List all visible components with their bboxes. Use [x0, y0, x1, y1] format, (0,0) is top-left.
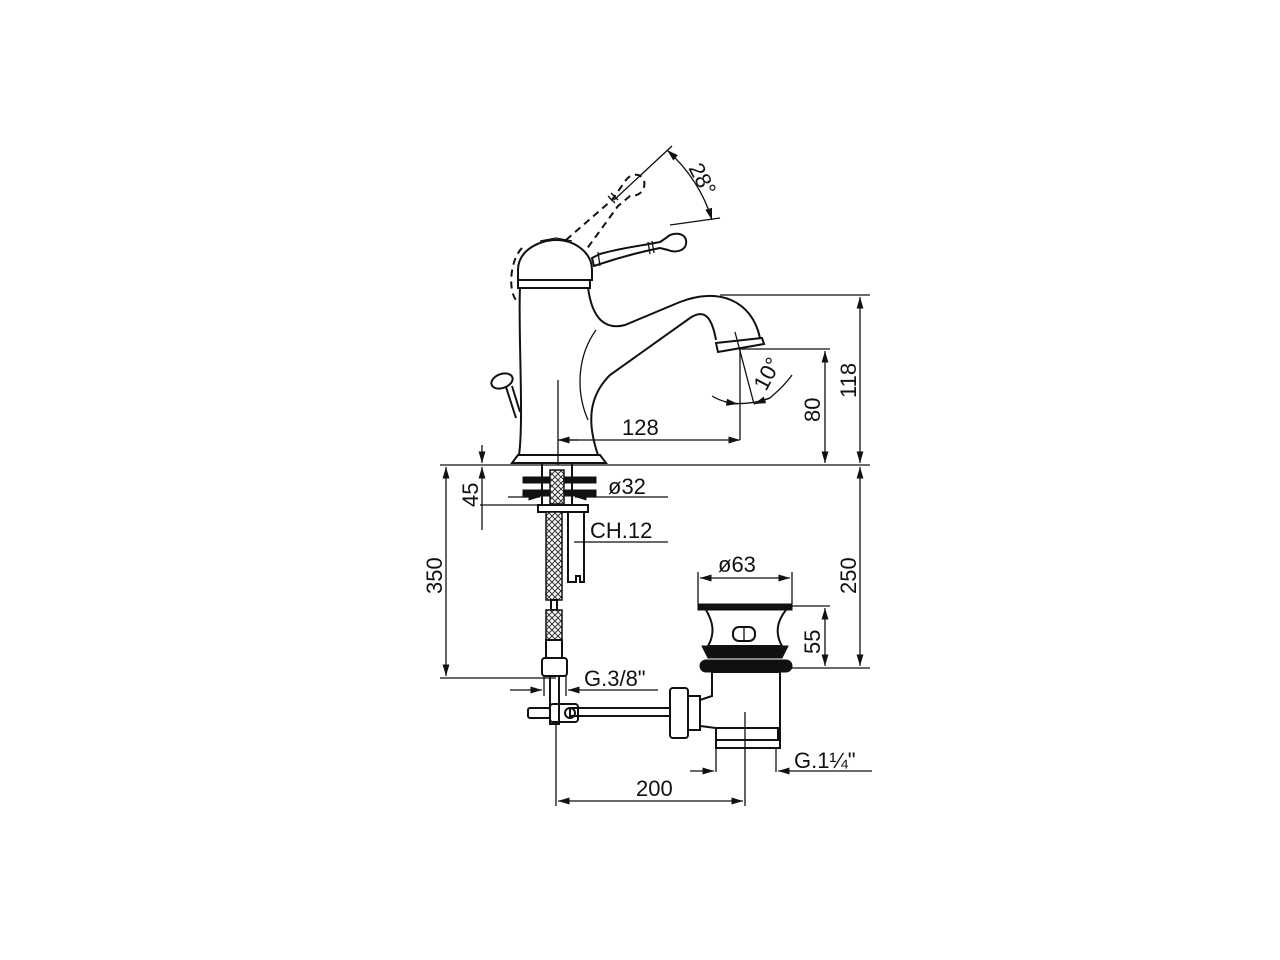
label-nut-wrench: CH.12	[590, 518, 652, 543]
faucet-body	[490, 173, 766, 464]
label-lever-angle: 28°	[684, 159, 722, 200]
pop-up-waste	[527, 603, 793, 749]
label-hose-length: 350	[422, 557, 447, 594]
label-rod-distance: 200	[636, 776, 673, 801]
dimension-labels: 28° 10° 128 80 118 45 ø32 CH.12 350 250 …	[422, 159, 861, 801]
label-below-deck: 250	[836, 557, 861, 594]
dimension-lines	[440, 145, 872, 806]
label-waste-plug-height: 55	[800, 630, 825, 654]
label-total-height: 118	[836, 363, 861, 398]
label-spout-reach: 128	[622, 415, 659, 440]
label-waste-thread: G.1¼"	[794, 748, 856, 773]
label-shank-length: 45	[458, 483, 483, 507]
label-outlet-height: 80	[800, 398, 825, 422]
shank-assembly	[522, 462, 597, 725]
label-shank-diameter: ø32	[608, 474, 646, 499]
label-waste-diameter: ø63	[718, 552, 756, 577]
label-hose-connection: G.3/8"	[584, 666, 646, 691]
